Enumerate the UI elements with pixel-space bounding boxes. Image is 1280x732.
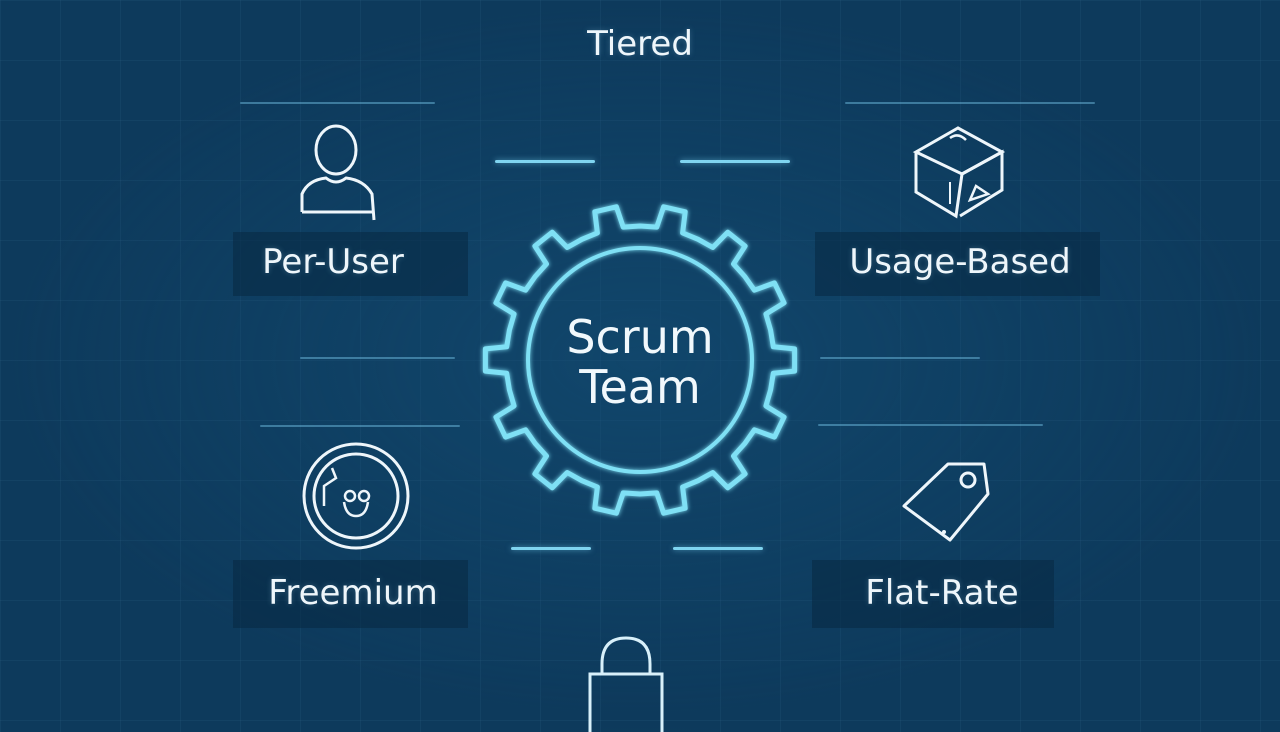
connector-line — [680, 160, 790, 163]
center-node: Scrum Team — [540, 312, 740, 412]
connector-line — [511, 547, 591, 550]
user-icon — [300, 124, 376, 221]
connector-line — [260, 425, 460, 427]
node-flat-rate-label: Flat-Rate — [865, 573, 1019, 613]
connector-line — [673, 547, 763, 550]
connector-line — [240, 102, 435, 104]
label-panel — [812, 560, 1054, 628]
gear-icon — [482, 204, 798, 516]
connector-line — [820, 357, 980, 359]
label-panel — [233, 560, 468, 628]
connector-line — [845, 102, 1095, 104]
node-tiered-label: Tiered — [587, 24, 693, 64]
node-freemium-label: Freemium — [268, 573, 438, 613]
label-panel — [233, 232, 468, 296]
face-circle-icon — [302, 442, 410, 550]
connector-line — [495, 160, 595, 163]
center-line1: Scrum — [566, 310, 714, 364]
node-usage-based-label: Usage-Based — [849, 242, 1071, 282]
node-per-user-label: Per-User — [262, 242, 404, 282]
lock-icon — [588, 636, 664, 732]
connector-line — [818, 424, 1043, 426]
center-line2: Team — [579, 360, 701, 414]
connector-line — [300, 357, 455, 359]
label-panel — [815, 232, 1100, 296]
box-icon — [912, 126, 1006, 219]
price-tag-icon — [902, 462, 990, 542]
